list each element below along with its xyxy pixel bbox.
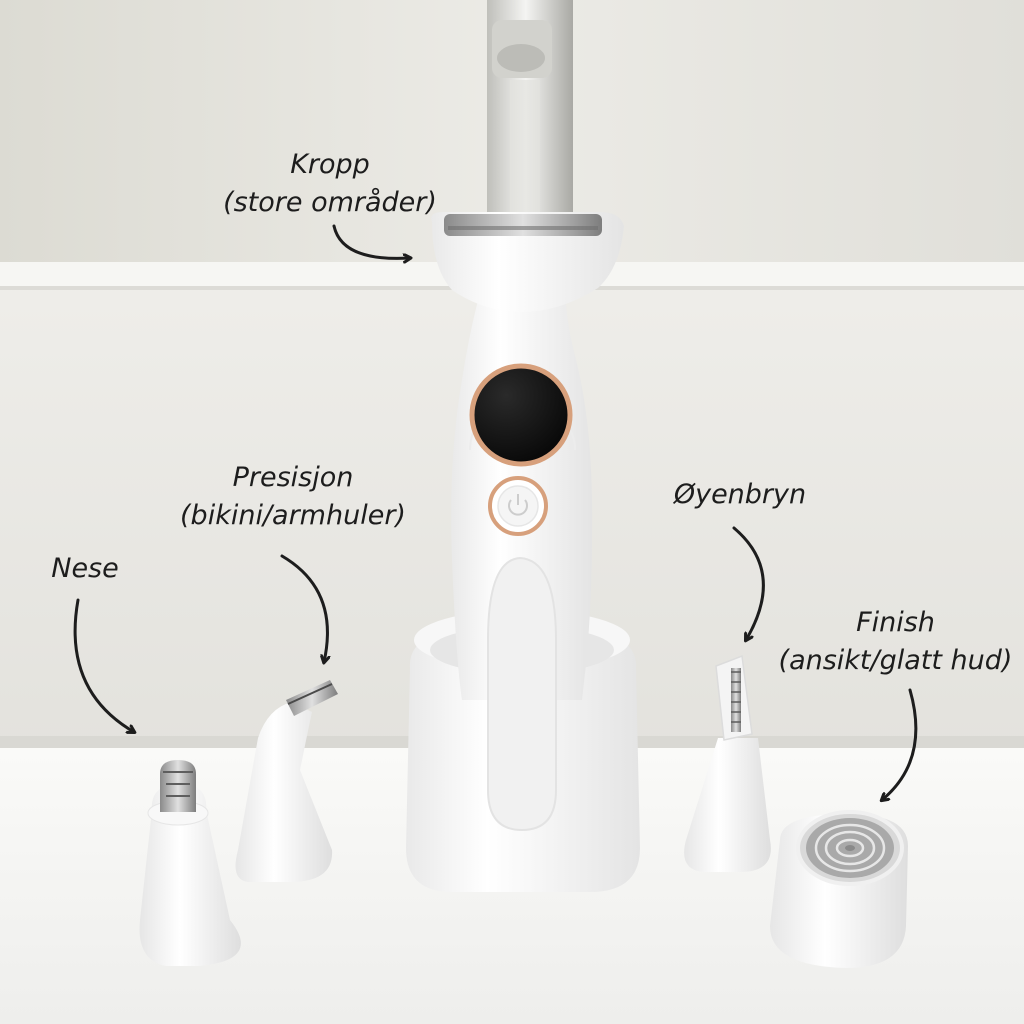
eyebrow-trimmer-attachment: [684, 654, 771, 872]
nose-trimmer-attachment: [139, 760, 241, 966]
label-finish: Finish (ansikt/glatt hud): [763, 604, 1024, 680]
power-icon: [508, 499, 528, 516]
label-precision: Presisjon (bikini/armhuler): [158, 459, 428, 535]
label-nose-title: Nese: [51, 553, 119, 584]
arrow-finish: [882, 688, 918, 800]
finish-rotary-attachment: [770, 810, 908, 968]
label-precision-detail: (bikini/armhuler): [180, 500, 406, 531]
shaver-foil: [444, 214, 602, 236]
power-button: [488, 476, 548, 536]
main-trimmer: [431, 212, 624, 832]
arrow-kropp: [332, 224, 410, 258]
label-eyebrows: Øyenbryn: [650, 476, 830, 514]
precision-trimmer-attachment: [235, 680, 338, 882]
arrow-oyenbryn: [732, 526, 765, 640]
display-screen: [469, 363, 573, 467]
label-finish-detail: (ansikt/glatt hud): [778, 645, 1013, 676]
label-body-title: Kropp: [290, 149, 370, 180]
label-body-detail: (store områder): [223, 187, 437, 218]
label-body: Kropp (store områder): [195, 146, 465, 222]
arrow-presisjon: [280, 554, 327, 662]
arrow-nese: [73, 598, 134, 732]
label-finish-title: Finish: [856, 607, 935, 638]
label-precision-title: Presisjon: [232, 462, 354, 493]
label-eyebrows-title: Øyenbryn: [673, 479, 807, 510]
label-nose: Nese: [35, 550, 135, 588]
